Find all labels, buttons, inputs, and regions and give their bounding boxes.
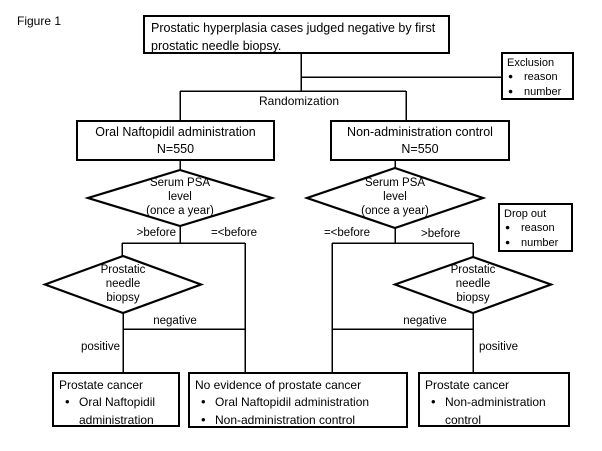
psa-diamond-right-label: Serum PSA level (once a year)	[361, 177, 429, 217]
edge-label-left-positive: positive	[81, 341, 120, 353]
edge-label-left-le-before: =<before	[211, 227, 258, 239]
naftopidil-arm-n: N=550	[156, 141, 195, 156]
outcome-item: Oral Naftopidil administration	[59, 393, 174, 429]
exclusion-title: Exclusion	[507, 57, 555, 69]
edge-label-left-gt-before: >before	[136, 227, 176, 239]
outcome-box-naftopidil-cancer: Prostate cancer Oral Naftopidil administ…	[52, 372, 180, 427]
edge-label-right-negative: negative	[403, 315, 447, 327]
edge-label-right-le-before: =<before	[323, 227, 371, 239]
biopsy-diamond-right-shape	[391, 255, 555, 315]
figure-label: Figure 1	[17, 14, 62, 28]
dropout-title: Drop out	[504, 208, 547, 220]
psa-diamond-left-shape	[84, 168, 276, 228]
dropout-reason: reason	[504, 221, 567, 235]
outcome-item: Oral Naftopidil administration	[195, 393, 402, 412]
outcome-box-no-cancer: No evidence of prostate cancer Oral Naft…	[188, 372, 408, 430]
randomization-label: Randomization	[259, 94, 340, 108]
dropout-number: number	[504, 236, 567, 250]
outcome-item: Non-administration control	[425, 393, 564, 429]
exclusion-number: number	[507, 85, 568, 99]
exclusion-box: Exclusion reason number	[501, 52, 574, 100]
edge-label-right-gt-before: >before	[421, 228, 461, 240]
edge-label-left-negative: negative	[153, 315, 197, 327]
psa-diamond-right-shape	[303, 166, 487, 230]
naftopidil-arm-name: Oral Naftopidil administration	[95, 125, 256, 140]
outcome-item: Non-administration control	[195, 411, 402, 430]
outcome-title: Prostate cancer	[59, 378, 144, 392]
control-arm-box: Non-administration control N=550	[330, 120, 510, 161]
outcome-title: Prostate cancer	[425, 378, 510, 392]
control-arm-n: N=550	[401, 141, 439, 156]
biopsy-diamond-left-shape	[41, 254, 205, 315]
psa-diamond-left-label: Serum PSA level (once a year)	[146, 177, 214, 217]
biopsy-diamond-right-label: Prostatic needle biopsy	[450, 264, 496, 304]
dropout-box: Drop out reason number	[498, 203, 573, 252]
naftopidil-arm-box: Oral Naftopidil administration N=550	[76, 120, 275, 161]
edge-label-right-positive: positive	[479, 341, 518, 353]
outcome-box-control-cancer: Prostate cancer Non-administration contr…	[418, 372, 570, 427]
exclusion-reason: reason	[507, 70, 568, 84]
outcome-title: No evidence of prostate cancer	[195, 378, 362, 392]
control-arm-name: Non-administration control	[347, 125, 493, 140]
biopsy-diamond-left-label: Prostatic needle biopsy	[100, 264, 146, 304]
top-box: Prostatic hyperplasia cases judged negat…	[143, 15, 450, 54]
